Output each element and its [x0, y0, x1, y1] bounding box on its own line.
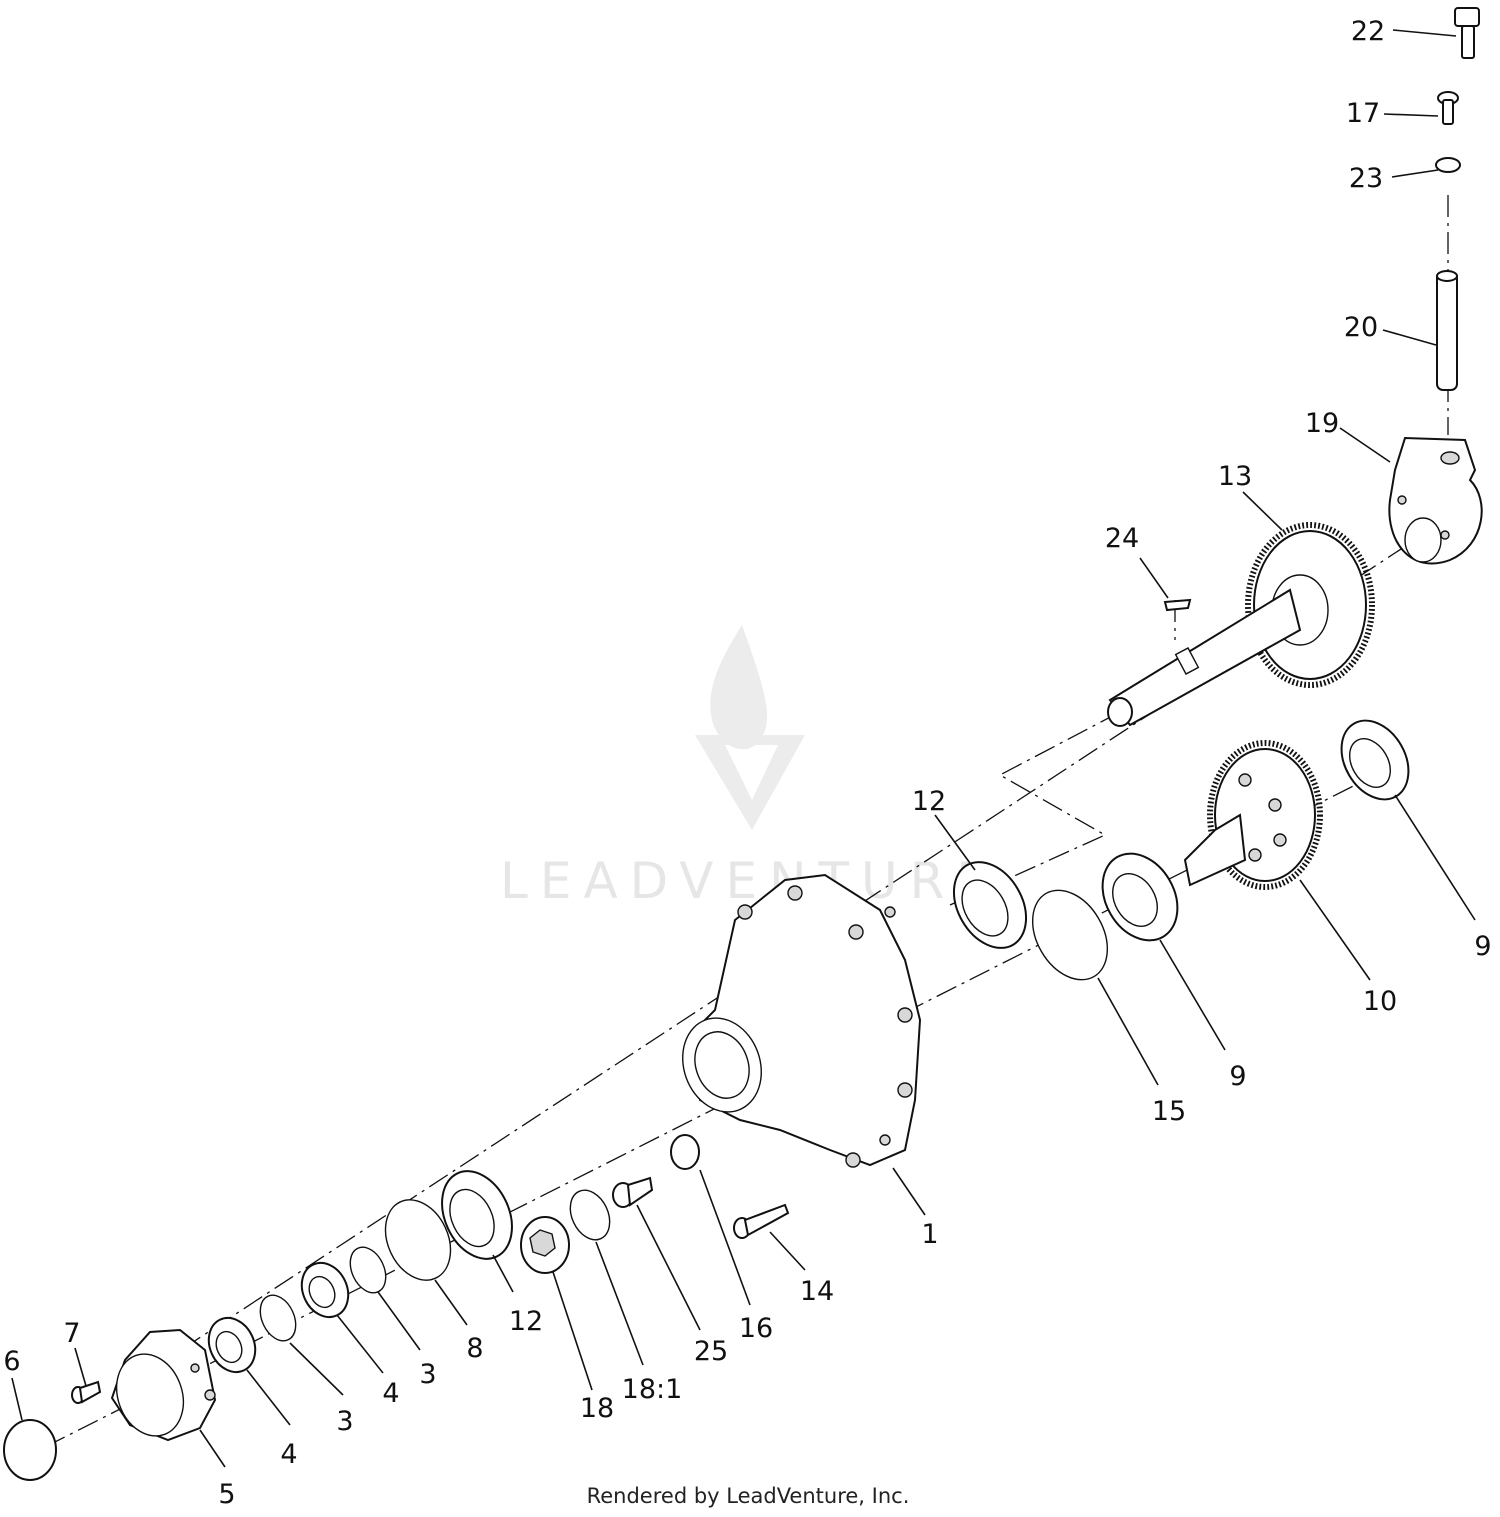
part-6-washer [3, 1419, 57, 1481]
part-1-housing [681, 873, 922, 1168]
part-24-key [1163, 598, 1192, 612]
callout-1: 1 [921, 1219, 938, 1250]
callout-25: 25 [694, 1336, 728, 1367]
callout-3-upper: 3 [419, 1359, 436, 1390]
part-3-washer-upper [349, 1246, 387, 1294]
part-8-snap-ring [384, 1199, 452, 1281]
watermark-text: LEADVENTURE [500, 852, 1000, 910]
callout-18: 18 [580, 1393, 614, 1424]
part-22-bolt [1454, 7, 1480, 59]
callout-4-upper: 4 [382, 1378, 399, 1409]
watermark-v-icon [695, 735, 805, 830]
part-9-bearing-right [1340, 719, 1410, 801]
callout-3-lower: 3 [336, 1406, 353, 1437]
callout-14: 14 [800, 1276, 834, 1307]
callout-23: 23 [1349, 163, 1383, 194]
part-17-screw [1437, 91, 1459, 125]
callout-15: 15 [1152, 1096, 1186, 1127]
part-4-nut-upper [300, 1261, 350, 1319]
callout-4-lower: 4 [280, 1439, 297, 1470]
part-14-bolt [733, 1203, 790, 1239]
callout-labels: 22 17 23 20 19 13 24 12 9 10 9 15 1 14 1… [3, 16, 1491, 1510]
part-4-nut-lower [207, 1316, 257, 1374]
part-12-bearing-lower [441, 1170, 513, 1260]
callout-9-mid: 9 [1229, 1061, 1246, 1092]
part-19-bracket [1388, 436, 1483, 565]
callout-16: 16 [739, 1313, 773, 1344]
part-23-washer [1435, 157, 1461, 173]
part-9-bearing-mid [1101, 852, 1179, 942]
part-16-washer [670, 1134, 700, 1170]
leader-lines [11, 29, 1476, 1468]
callout-17: 17 [1346, 98, 1380, 129]
part-10-gear [1183, 740, 1323, 890]
callout-6: 6 [3, 1346, 20, 1377]
callout-12-lower: 12 [509, 1306, 543, 1337]
part-3-washer-lower [259, 1294, 297, 1342]
callout-7: 7 [63, 1318, 80, 1349]
footer-credit: Rendered by LeadVenture, Inc. [587, 1484, 910, 1508]
part-25-fitting [612, 1176, 654, 1208]
part-18-plug [520, 1216, 570, 1274]
callout-10: 10 [1363, 986, 1397, 1017]
part-12-bearing-upper [952, 861, 1028, 949]
part-13-gear-shaft [1107, 522, 1375, 727]
callout-9-right: 9 [1474, 931, 1491, 962]
part-5-hub [110, 1328, 217, 1442]
callout-13: 13 [1218, 461, 1252, 492]
callout-19: 19 [1305, 408, 1339, 439]
callout-5: 5 [218, 1479, 235, 1510]
callout-8: 8 [466, 1333, 483, 1364]
part-18-1-o-ring [569, 1189, 611, 1241]
callout-22: 22 [1351, 16, 1385, 47]
watermark: LEADVENTURE [500, 625, 1000, 910]
part-7-screw [71, 1380, 102, 1404]
part-20-pin [1436, 270, 1458, 391]
callout-18-1: 18:1 [622, 1374, 683, 1405]
part-15-o-ring [1031, 889, 1109, 981]
callout-24: 24 [1105, 523, 1139, 554]
callout-12-upper: 12 [912, 786, 946, 817]
watermark-flame-icon [710, 625, 768, 750]
callout-20: 20 [1344, 312, 1378, 343]
